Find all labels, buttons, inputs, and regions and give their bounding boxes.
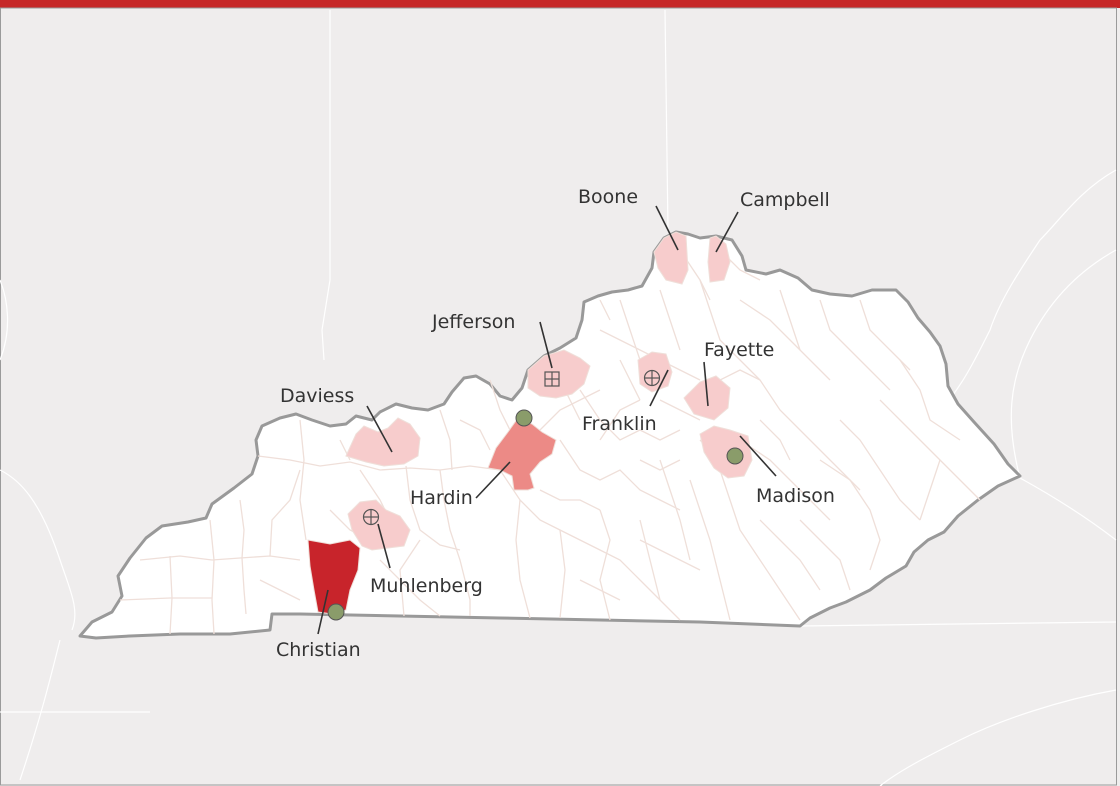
county-campbell[interactable] xyxy=(707,235,731,283)
neighbor-state-lines xyxy=(0,9,1117,786)
county-daviess[interactable] xyxy=(345,417,421,467)
county-boone[interactable] xyxy=(653,231,689,285)
accent-bar xyxy=(0,0,1120,8)
county-boundaries xyxy=(119,249,981,635)
state-line-virginia-north xyxy=(1010,249,1117,479)
state-line-virginia-east xyxy=(1019,477,1117,541)
county-hardin[interactable] xyxy=(487,417,557,491)
state-line-illinois-west xyxy=(0,279,9,361)
county-franklin[interactable] xyxy=(637,351,673,393)
filled-circle-icon xyxy=(515,409,533,427)
label-madison: Madison xyxy=(756,485,835,507)
county-madison[interactable] xyxy=(699,425,753,479)
map-border xyxy=(0,7,1117,786)
state-line-north-carolina xyxy=(879,689,1117,786)
state-line-indiana-illinois xyxy=(321,10,331,361)
county-christian[interactable] xyxy=(307,539,361,615)
label-muhlenberg: Muhlenberg xyxy=(370,575,483,597)
leader-lines xyxy=(317,205,777,635)
filled-circle-icon xyxy=(726,447,744,465)
label-campbell: Campbell xyxy=(740,189,830,211)
label-fayette: Fayette xyxy=(704,339,774,361)
state-line-missouri xyxy=(0,469,76,631)
label-hardin: Hardin xyxy=(410,487,473,509)
label-daviess: Daviess xyxy=(280,385,354,407)
kentucky-outline xyxy=(78,230,1022,640)
label-jefferson: Jefferson xyxy=(431,311,515,333)
cross-circle-icon xyxy=(643,369,661,387)
label-franklin: Franklin xyxy=(582,413,657,435)
grid-square-icon xyxy=(544,371,560,387)
state-line-west-virginia xyxy=(939,169,1117,411)
state-line-indiana-ohio xyxy=(664,9,669,231)
label-christian: Christian xyxy=(276,639,361,661)
label-boone: Boone xyxy=(578,186,638,208)
county-labels: Boone Campbell Jefferson Fayette Frankli… xyxy=(276,186,835,661)
state-line-tennessee-east xyxy=(799,621,1117,627)
state-line-mississippi xyxy=(19,639,61,781)
filled-circle-icon xyxy=(327,603,345,621)
cross-circle-icon xyxy=(362,508,380,526)
